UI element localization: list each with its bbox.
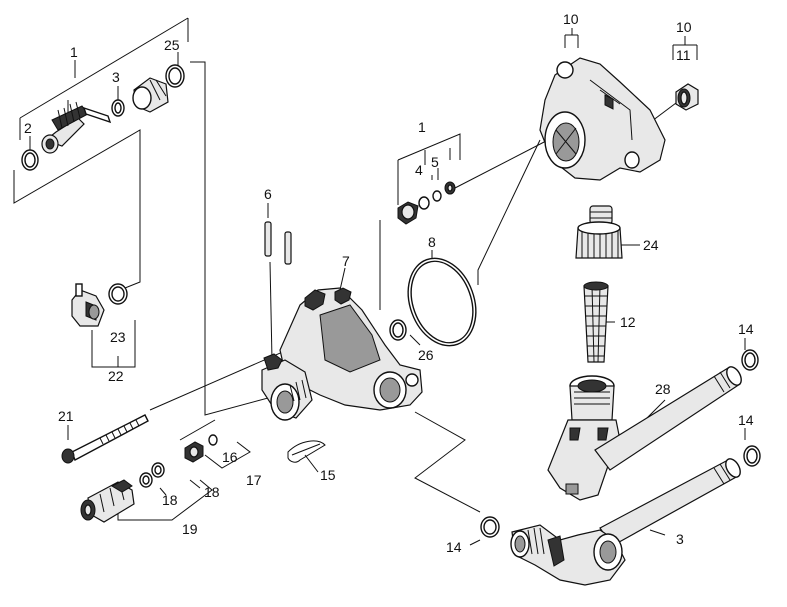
part-o-ring-18b bbox=[139, 472, 153, 488]
part-seal-ring-14c bbox=[480, 516, 500, 538]
callout-8: 8 bbox=[428, 234, 436, 250]
callout-18-right: 18 bbox=[204, 484, 220, 500]
part-o-ring-23 bbox=[108, 283, 128, 305]
callout-24: 24 bbox=[643, 237, 659, 253]
part-seal-ring-14a bbox=[741, 349, 759, 371]
callout-3-bottom: 3 bbox=[676, 531, 684, 547]
callout-18-left: 18 bbox=[162, 492, 178, 508]
part-gasket-ring-8 bbox=[407, 257, 477, 347]
callout-7: 7 bbox=[342, 253, 350, 269]
callout-11: 11 bbox=[676, 47, 691, 63]
part-filter-housing-28 bbox=[547, 375, 621, 501]
part-pump-head-cover-10 bbox=[539, 57, 666, 181]
part-valve-insert-1 bbox=[41, 101, 112, 154]
callout-6: 6 bbox=[264, 186, 272, 202]
callout-5: 5 bbox=[431, 154, 439, 170]
part-hose-nipple-17 bbox=[184, 441, 204, 463]
part-pump-housing-7 bbox=[261, 287, 423, 421]
part-seal-ring-14b bbox=[743, 445, 761, 467]
callout-1-right: 1 bbox=[418, 119, 426, 135]
part-connection-pipe-3 bbox=[599, 458, 741, 547]
part-o-ring-2 bbox=[21, 149, 39, 171]
part-o-ring-25 bbox=[165, 64, 185, 88]
part-o-ring-26 bbox=[389, 319, 407, 341]
part-tie-bolt-21 bbox=[61, 414, 149, 464]
callout-14-lower: 14 bbox=[446, 539, 462, 555]
callout-10-right: 10 bbox=[676, 19, 692, 35]
callout-12: 12 bbox=[620, 314, 636, 330]
callout-4: 4 bbox=[415, 162, 423, 178]
callout-26: 26 bbox=[418, 347, 434, 363]
part-o-ring-3 bbox=[111, 99, 125, 117]
part-hose-nipple-19 bbox=[80, 479, 135, 523]
part-valve-group-1b bbox=[397, 181, 456, 225]
callout-25: 25 bbox=[164, 37, 180, 53]
callout-28: 28 bbox=[655, 381, 671, 397]
part-valve-cartridge-22 bbox=[71, 283, 105, 327]
callout-14-upper: 14 bbox=[738, 321, 754, 337]
callout-14-middle: 14 bbox=[738, 412, 754, 428]
callout-15: 15 bbox=[320, 467, 336, 483]
part-hose-connector-24 bbox=[575, 205, 623, 259]
part-pin-6 bbox=[264, 221, 292, 265]
callout-23: 23 bbox=[110, 329, 126, 345]
part-filter-cartridge-12 bbox=[583, 281, 609, 363]
callout-22: 22 bbox=[108, 368, 124, 384]
part-sleeve bbox=[132, 77, 169, 113]
part-elbow-pipe bbox=[510, 524, 626, 586]
callout-2: 2 bbox=[24, 120, 32, 136]
callout-1-left: 1 bbox=[70, 44, 78, 60]
callout-labels: 1 2 3 25 10 10 11 1 4 5 6 7 8 24 23 22 1… bbox=[24, 11, 754, 555]
callout-21: 21 bbox=[58, 408, 74, 424]
callout-19: 19 bbox=[182, 521, 198, 537]
callout-17: 17 bbox=[246, 472, 262, 488]
callout-16: 16 bbox=[222, 449, 238, 465]
part-o-ring-16 bbox=[208, 434, 218, 446]
part-connection-pipe-upper bbox=[594, 366, 742, 471]
callout-10-left: 10 bbox=[563, 11, 579, 27]
part-hairpin-clip-15 bbox=[287, 440, 326, 463]
callout-3-top: 3 bbox=[112, 69, 120, 85]
part-o-ring-18a bbox=[151, 462, 165, 478]
part-union-nut-11 bbox=[675, 83, 699, 111]
